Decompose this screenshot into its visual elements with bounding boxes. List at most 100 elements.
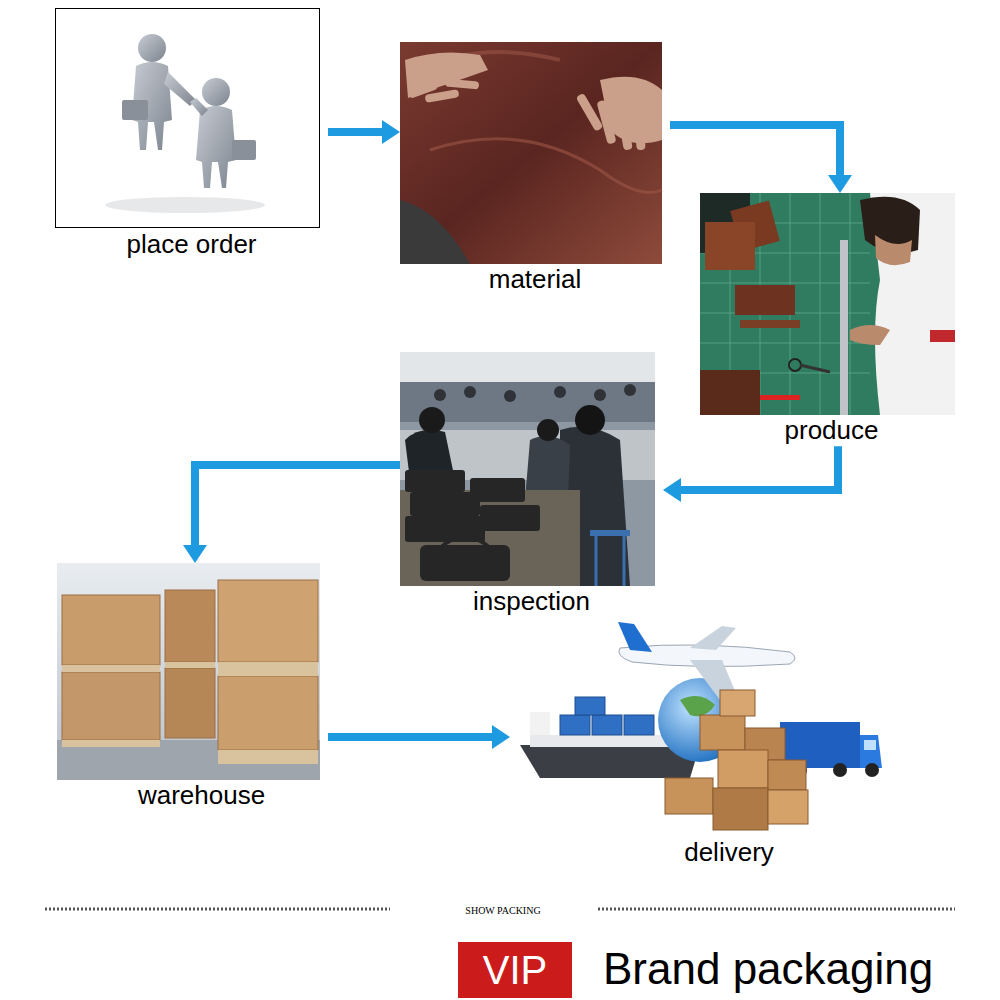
- factory-picture-part: [575, 405, 605, 435]
- leather-picture-part-part: [596, 100, 616, 145]
- factory-picture-part: [623, 536, 626, 586]
- factory-picture-part: [537, 419, 559, 441]
- transport-picture: [520, 622, 882, 830]
- transport-picture-part-part: [833, 763, 847, 777]
- factory-picture-part-part: [594, 389, 606, 401]
- step-card: delivery: [510, 615, 888, 868]
- warehouse-picture-part: [62, 580, 318, 750]
- flow-arrow: [328, 733, 492, 741]
- badge-box: VIP: [458, 942, 572, 998]
- handshake-picture-part: [122, 100, 148, 120]
- warehouse-picture-part-part: [62, 665, 160, 672]
- flow-arrow: [681, 446, 838, 490]
- handshake-picture-part: [202, 78, 230, 106]
- transport-picture-part-part: [592, 715, 622, 735]
- leather-picture-part-part: [425, 89, 460, 103]
- handshake-picture-part: [105, 197, 265, 213]
- transport-picture-part-part: [624, 715, 654, 735]
- factory-picture-part-part: [480, 505, 540, 531]
- leather-picture-part: [400, 200, 470, 264]
- workshop-picture-part: [930, 330, 955, 342]
- factory-picture-part-part: [624, 384, 636, 396]
- transport-picture-part-part: [718, 750, 768, 788]
- flow-arrow: [670, 125, 840, 175]
- step-caption: inspection: [400, 586, 663, 617]
- transport-picture-part: [860, 735, 882, 768]
- workshop-picture-part: [840, 240, 848, 415]
- factory-picture-part-part: [440, 537, 490, 549]
- transport-picture-part: [690, 626, 736, 650]
- warehouse-picture: [57, 563, 320, 780]
- handshake-picture-part: [190, 98, 208, 116]
- workshop-picture-part: [700, 370, 760, 415]
- transport-picture-part-part: [768, 760, 806, 790]
- transport-picture-part-part: [700, 715, 745, 750]
- step-caption: material: [400, 264, 670, 295]
- warehouse-picture-part-part: [218, 676, 318, 750]
- warehouse-picture-part: [62, 662, 318, 764]
- transport-picture-part-part: [768, 790, 808, 824]
- factory-picture-part: [400, 352, 655, 586]
- step-caption: place order: [55, 229, 328, 260]
- handshake-picture-part: [232, 140, 256, 160]
- handshake-picture-part: [56, 9, 320, 228]
- transport-picture-part-part: [560, 715, 590, 735]
- transport-picture-part-part: [665, 778, 713, 814]
- step-card: inspection: [400, 352, 663, 617]
- factory-picture-part: [419, 407, 445, 433]
- warehouse-picture-part-part: [218, 662, 318, 676]
- step-card: warehouse: [57, 563, 328, 811]
- factory-picture-part-part: [405, 470, 465, 492]
- factory-picture: [400, 352, 655, 586]
- factory-picture-part-part: [470, 478, 525, 502]
- step-caption: produce: [700, 415, 963, 446]
- transport-picture-part: [665, 690, 808, 830]
- workshop-picture: [700, 193, 955, 415]
- transport-picture-part: [864, 740, 876, 750]
- flow-arrow: [328, 128, 382, 136]
- workshop-picture-part: [700, 193, 955, 415]
- leather-picture-part: [400, 42, 662, 264]
- transport-picture-part: [680, 696, 715, 716]
- step-caption: warehouse: [57, 780, 328, 811]
- step-card: produce: [700, 193, 963, 446]
- workshop-picture-part-part: [850, 193, 851, 415]
- leather-picture-part-part: [445, 79, 480, 90]
- workshop-picture-part: [705, 222, 755, 270]
- brand-text: Brand packaging: [603, 943, 933, 996]
- factory-picture-part: [590, 530, 630, 536]
- workshop-picture-part: [800, 365, 830, 372]
- transport-picture-part: [618, 622, 652, 652]
- handshake-picture: [56, 9, 320, 228]
- warehouse-picture-part-part: [62, 595, 160, 665]
- handshake-picture-part: [164, 72, 196, 106]
- factory-picture-part-part: [420, 545, 510, 581]
- transport-picture-part-part: [865, 763, 879, 777]
- warehouse-picture-part-part: [165, 668, 215, 738]
- factory-picture-part-part: [554, 386, 566, 398]
- transport-picture-part: [560, 697, 654, 735]
- warehouse-picture-part-part: [218, 580, 318, 662]
- transport-picture-part-part: [575, 697, 605, 715]
- factory-picture-part-part: [464, 386, 476, 398]
- factory-picture-part-part: [434, 389, 446, 401]
- transport-picture-part: [530, 712, 550, 735]
- factory-picture-part: [405, 470, 540, 581]
- workshop-picture-part: [735, 285, 795, 315]
- factory-picture-part: [400, 490, 580, 586]
- warehouse-picture-part-part: [165, 662, 215, 668]
- workshop-picture-part: [850, 325, 890, 345]
- warehouse-picture-part-part: [218, 750, 318, 764]
- leather-picture-part: [405, 52, 662, 150]
- factory-picture-part-part: [504, 390, 516, 402]
- transport-picture-part-part: [720, 690, 755, 716]
- flow-arrow: [195, 465, 400, 545]
- leather-picture-part-part: [616, 106, 633, 151]
- transport-picture-part-part: [713, 788, 768, 830]
- handshake-picture-part: [196, 106, 236, 188]
- step-caption: delivery: [510, 837, 888, 868]
- workshop-picture-part-part: [820, 193, 821, 415]
